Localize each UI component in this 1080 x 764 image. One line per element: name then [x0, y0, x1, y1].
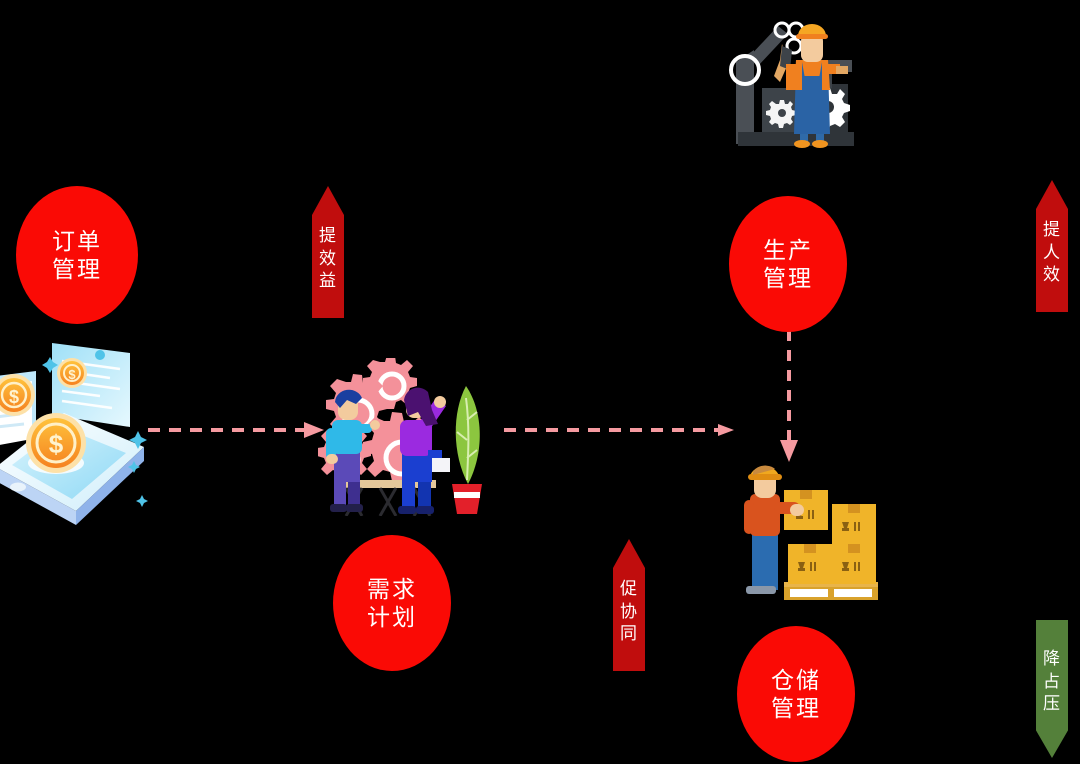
ribbon-promote-synergy[interactable]: 促 协 同 — [613, 539, 645, 671]
ribbon-improve-labor-efficiency[interactable]: 提 人 效 — [1036, 180, 1068, 312]
factory-worker-illustration — [718, 4, 878, 154]
mobile-payment-illustration: $ $ $ — [0, 335, 152, 527]
ribbon-improve-labor-efficiency-char2: 人 — [1043, 242, 1061, 262]
ribbon-promote-synergy-char3: 同 — [620, 624, 638, 644]
node-warehouse-management-line2: 管理 — [771, 695, 821, 721]
svg-text:$: $ — [68, 367, 76, 382]
ribbon-improve-benefit[interactable]: 提 效 益 — [312, 186, 344, 318]
node-order-management-line1: 订单 — [52, 227, 102, 254]
node-order-management-line2: 管理 — [52, 256, 102, 282]
connector-order-to-demand — [148, 418, 326, 442]
ribbon-improve-labor-efficiency-char3: 效 — [1043, 265, 1061, 285]
node-warehouse-management-line1: 仓储 — [771, 666, 821, 693]
node-demand-plan-line1: 需求 — [367, 575, 417, 602]
ribbon-improve-labor-efficiency-char1: 提 — [1043, 220, 1061, 240]
ribbon-promote-synergy-char2: 协 — [620, 601, 638, 621]
node-production-management-line2: 管理 — [763, 265, 813, 291]
svg-text:$: $ — [9, 387, 19, 407]
node-demand-plan-line2: 计划 — [367, 604, 417, 630]
ribbon-reduce-occupation[interactable]: 降 占 压 — [1036, 620, 1068, 758]
node-order-management[interactable]: 订单 管理 — [16, 186, 138, 324]
svg-text:$: $ — [49, 429, 64, 459]
ribbon-reduce-occupation-char2: 占 — [1043, 671, 1061, 691]
ribbon-promote-synergy-char1: 促 — [620, 579, 638, 599]
ribbon-improve-benefit-char1: 提 — [319, 226, 337, 246]
connector-production-to-warehouse — [775, 330, 803, 464]
ribbon-improve-benefit-char3: 益 — [319, 271, 337, 291]
node-production-management[interactable]: 生产 管理 — [729, 196, 847, 332]
ribbon-reduce-occupation-char3: 压 — [1043, 694, 1061, 714]
node-warehouse-management[interactable]: 仓储 管理 — [737, 626, 855, 762]
node-production-management-line1: 生产 — [763, 236, 813, 263]
warehouse-worker-illustration — [728, 458, 880, 610]
ribbon-improve-benefit-char2: 效 — [319, 248, 337, 268]
ribbon-reduce-occupation-char1: 降 — [1043, 649, 1061, 669]
node-demand-plan[interactable]: 需求 计划 — [333, 535, 451, 671]
connector-demand-to-production — [504, 418, 736, 442]
teamwork-gears-illustration — [318, 358, 488, 516]
